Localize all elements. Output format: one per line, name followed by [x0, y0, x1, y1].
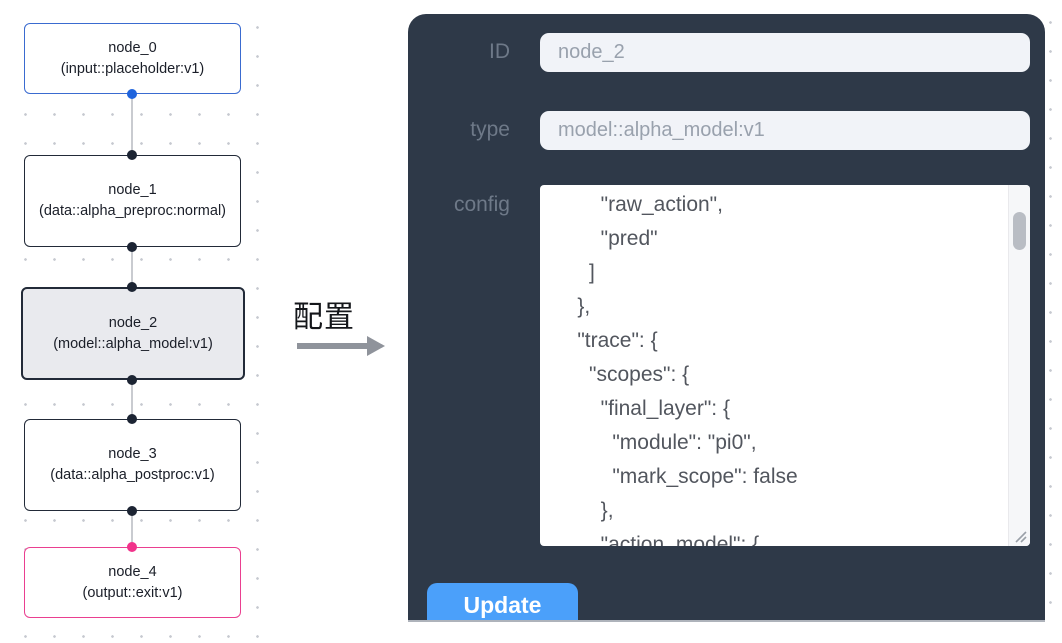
flow-node-node_2-selected[interactable]: node_2 (model::alpha_model:v1) — [21, 287, 245, 380]
edge-node2-node3 — [131, 380, 133, 420]
flow-node-node_1[interactable]: node_1 (data::alpha_preproc:normal) — [24, 155, 241, 247]
node-type-label: (data::alpha_postproc:v1) — [50, 467, 215, 483]
config-scrollbar-track[interactable] — [1008, 185, 1030, 546]
node-title: node_4 — [108, 563, 157, 580]
id-input[interactable] — [540, 33, 1030, 72]
edge-node3-node4 — [131, 511, 133, 548]
textarea-resize-handle-icon[interactable] — [1012, 528, 1028, 544]
node-config-panel: ID type config "raw_action", "pred" ] },… — [408, 14, 1045, 622]
config-textarea[interactable]: "raw_action", "pred" ] }, "trace": { "sc… — [540, 185, 1030, 546]
node-title: node_0 — [108, 39, 157, 56]
port-node2-top[interactable] — [127, 282, 137, 292]
transition-label: 配置 — [293, 301, 355, 334]
port-node4-top[interactable] — [127, 542, 137, 552]
node-title: node_2 — [108, 314, 158, 331]
port-node3-top[interactable] — [127, 414, 137, 424]
port-node0-bottom[interactable] — [127, 89, 137, 99]
port-node3-bottom[interactable] — [127, 506, 137, 516]
flow-node-node_4[interactable]: node_4 (output::exit:v1) — [24, 547, 241, 618]
node-title: node_1 — [108, 182, 157, 198]
type-input[interactable] — [540, 111, 1030, 150]
edge-node0-node1 — [131, 94, 133, 156]
node-type-label: (model::alpha_model:v1) — [53, 335, 213, 352]
node-type-label: (output::exit:v1) — [82, 584, 183, 601]
right-arrow-icon — [297, 336, 385, 356]
flow-node-node_3[interactable]: node_3 (data::alpha_postproc:v1) — [24, 419, 241, 511]
port-node1-bottom[interactable] — [127, 242, 137, 252]
port-node1-top[interactable] — [127, 150, 137, 160]
config-field-label: config — [453, 193, 510, 216]
edge-node1-node2 — [131, 247, 133, 288]
node-title: node_3 — [108, 446, 157, 462]
node-type-label: (data::alpha_preproc:normal) — [39, 203, 226, 219]
flow-node-node_0[interactable]: node_0 (input::placeholder:v1) — [24, 23, 241, 94]
config-scrollbar-thumb[interactable] — [1013, 212, 1026, 250]
id-field-label: ID — [489, 40, 510, 63]
config-json-text: "raw_action", "pred" ] }, "trace": { "sc… — [577, 193, 798, 546]
port-node2-bottom[interactable] — [127, 375, 137, 385]
type-field-label: type — [470, 118, 510, 141]
node-type-label: (input::placeholder:v1) — [60, 60, 205, 77]
update-button[interactable]: Update — [427, 583, 578, 620]
